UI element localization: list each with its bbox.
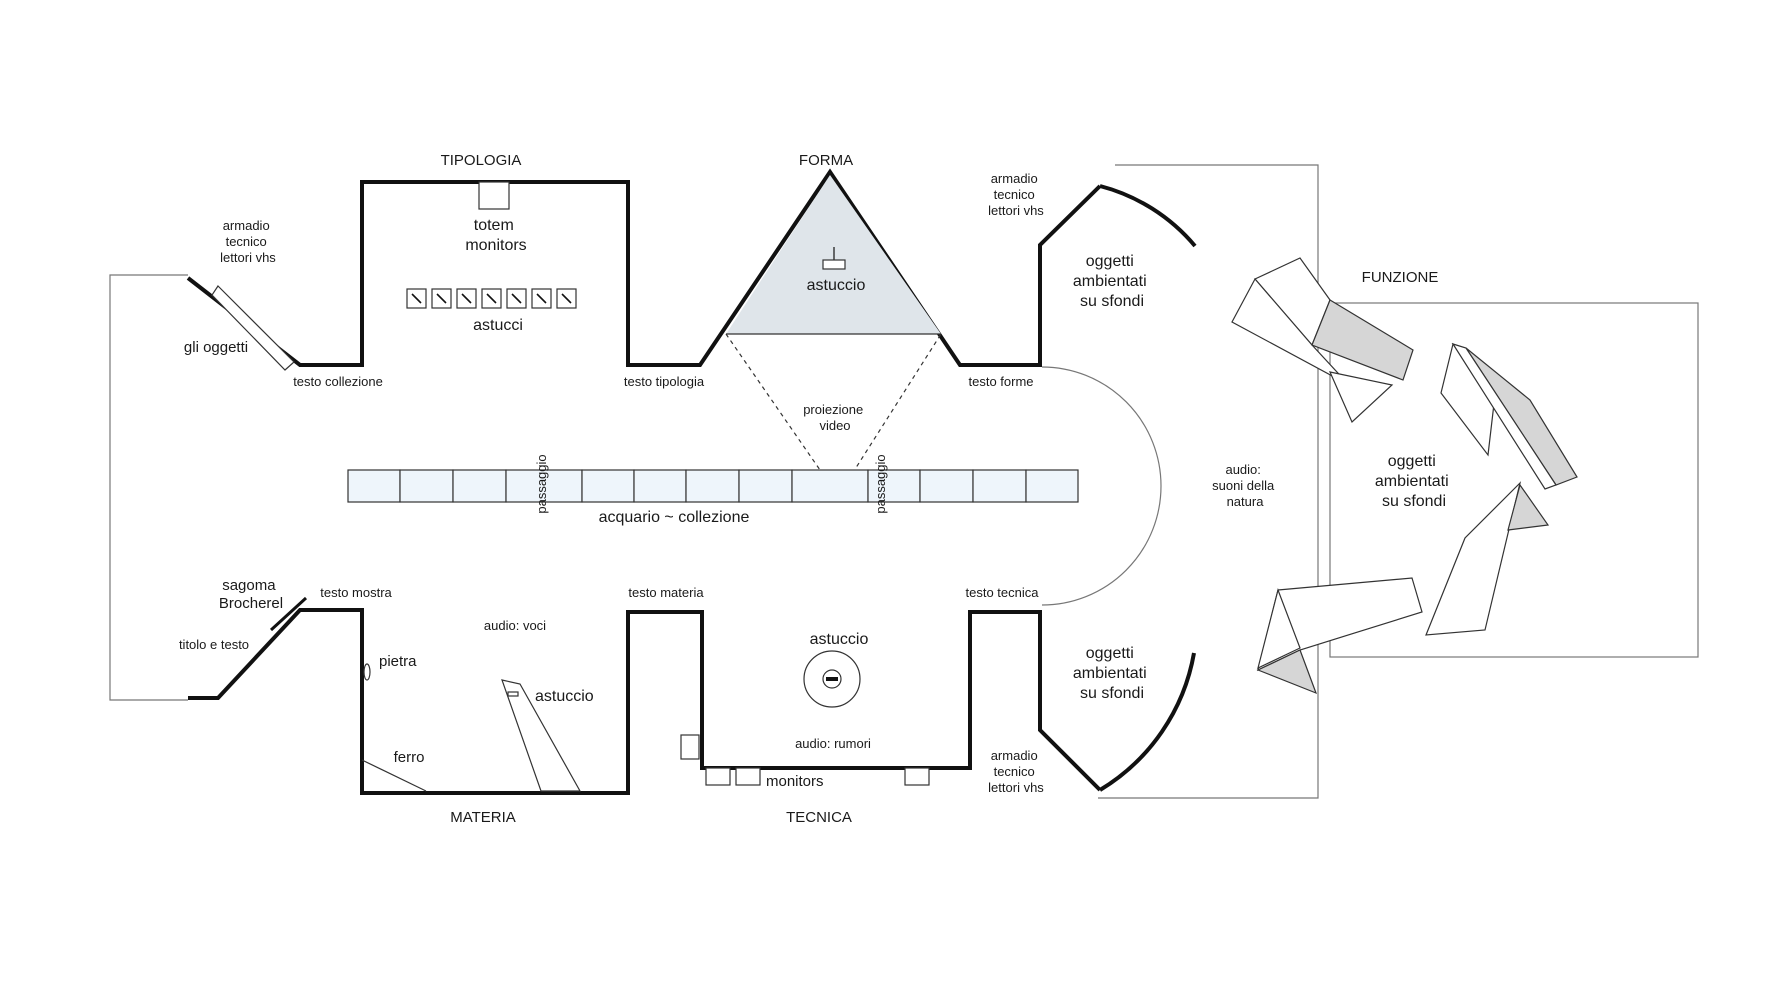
astucci-cases bbox=[406, 288, 577, 309]
acquario-case bbox=[919, 469, 974, 503]
label-astuccio-materia: astuccio bbox=[535, 688, 594, 705]
label-testo-forme: testo forme bbox=[968, 374, 1033, 389]
astuccio-case-icon bbox=[556, 288, 577, 309]
label-astuccio-tecnica: astuccio bbox=[810, 631, 869, 648]
funzione-installation bbox=[1231, 257, 1578, 695]
label-passaggio-2: passaggio bbox=[873, 454, 888, 513]
outer-boundary bbox=[109, 164, 1699, 799]
label-testo-tipologia: testo tipologia bbox=[624, 374, 705, 389]
label-totem-monitors: totem monitors bbox=[465, 217, 526, 254]
label-astuccio-forma: astuccio bbox=[807, 277, 866, 294]
tipologia-fixtures bbox=[406, 181, 577, 309]
label-audio-voci: audio: voci bbox=[484, 618, 546, 633]
acquario-case bbox=[1025, 469, 1079, 503]
totem-monitor-box bbox=[478, 181, 510, 210]
label-armadio-left: armadio tecnico lettori vhs bbox=[220, 218, 276, 265]
acquario-case bbox=[633, 469, 687, 503]
astuccio-materia-case bbox=[501, 679, 582, 792]
label-gli-oggetti: gli oggetti bbox=[184, 339, 248, 356]
section-titles: TIPOLOGIA FORMA FUNZIONE MATERIA TECNICA bbox=[441, 152, 1439, 826]
forma-triangle bbox=[725, 175, 942, 498]
funzione-module-bottom bbox=[1256, 577, 1423, 695]
label-testo-tecnica: testo tecnica bbox=[966, 585, 1040, 600]
pietra-stone bbox=[363, 663, 371, 681]
label-armadio-bottom-right: armadio tecnico lettori vhs bbox=[988, 748, 1044, 795]
acquario-cases bbox=[347, 469, 1079, 503]
label-audio-rumori: audio: rumori bbox=[795, 736, 871, 751]
acquario-case bbox=[738, 469, 793, 503]
label-passaggio-1: passaggio bbox=[534, 454, 549, 513]
astuccio-case-icon bbox=[431, 288, 452, 309]
labels: armadio tecnico lettori vhs gli oggetti … bbox=[179, 171, 1453, 795]
tecnica-fixtures bbox=[680, 650, 930, 786]
label-testo-materia: testo materia bbox=[628, 585, 704, 600]
acquario-case bbox=[581, 469, 635, 503]
label-oggetti-right: oggetti ambientati su sfondi bbox=[1375, 453, 1453, 510]
gli-oggetti-panel bbox=[211, 285, 295, 371]
astuccio-case-icon bbox=[481, 288, 502, 309]
astuccio-case-icon bbox=[406, 288, 427, 309]
section-title-forma: FORMA bbox=[799, 152, 853, 169]
label-oggetti-top: oggetti ambientati su sfondi bbox=[1073, 253, 1151, 310]
acquario-case bbox=[685, 469, 740, 503]
acquario-case bbox=[791, 469, 869, 503]
label-proiezione-video: proiezione video bbox=[803, 402, 867, 433]
label-testo-collezione: testo collezione bbox=[293, 374, 383, 389]
acquario-case bbox=[399, 469, 454, 503]
acquario-case bbox=[972, 469, 1027, 503]
label-testo-mostra: testo mostra bbox=[320, 585, 392, 600]
label-acquario: acquario ~ collezione bbox=[599, 509, 750, 526]
section-title-materia: MATERIA bbox=[450, 809, 516, 826]
acquario-case bbox=[505, 469, 583, 503]
label-pietra: pietra bbox=[379, 653, 417, 670]
left-fixtures bbox=[211, 285, 308, 632]
label-oggetti-bottom: oggetti ambientati su sfondi bbox=[1073, 645, 1151, 702]
funzione-module-right bbox=[1440, 342, 1578, 490]
astuccio-icon bbox=[822, 247, 846, 270]
label-audio-natura: audio: suoni della natura bbox=[1212, 462, 1278, 509]
astuccio-case-icon bbox=[531, 288, 552, 309]
walls bbox=[186, 168, 1197, 795]
materia-fixtures bbox=[361, 663, 582, 792]
sagoma-brocherel-panel bbox=[269, 596, 308, 632]
label-ferro: ferro bbox=[394, 749, 425, 766]
label-sagoma-brocherel: sagoma Brocherel bbox=[219, 577, 283, 612]
label-astucci: astucci bbox=[473, 317, 523, 334]
funzione-module-top bbox=[1231, 257, 1414, 424]
funzione-module-lower-right bbox=[1425, 481, 1550, 636]
astuccio-case-icon bbox=[506, 288, 527, 309]
label-armadio-top-right: armadio tecnico lettori vhs bbox=[988, 171, 1044, 218]
acquario-case bbox=[452, 469, 507, 503]
astuccio-case-icon bbox=[456, 288, 477, 309]
label-monitors: monitors bbox=[766, 773, 824, 790]
section-title-tipologia: TIPOLOGIA bbox=[441, 152, 522, 169]
label-titolo-testo: titolo e testo bbox=[179, 637, 249, 652]
section-title-tecnica: TECNICA bbox=[786, 809, 852, 826]
acquario-case bbox=[347, 469, 401, 503]
section-title-funzione: FUNZIONE bbox=[1362, 269, 1439, 286]
